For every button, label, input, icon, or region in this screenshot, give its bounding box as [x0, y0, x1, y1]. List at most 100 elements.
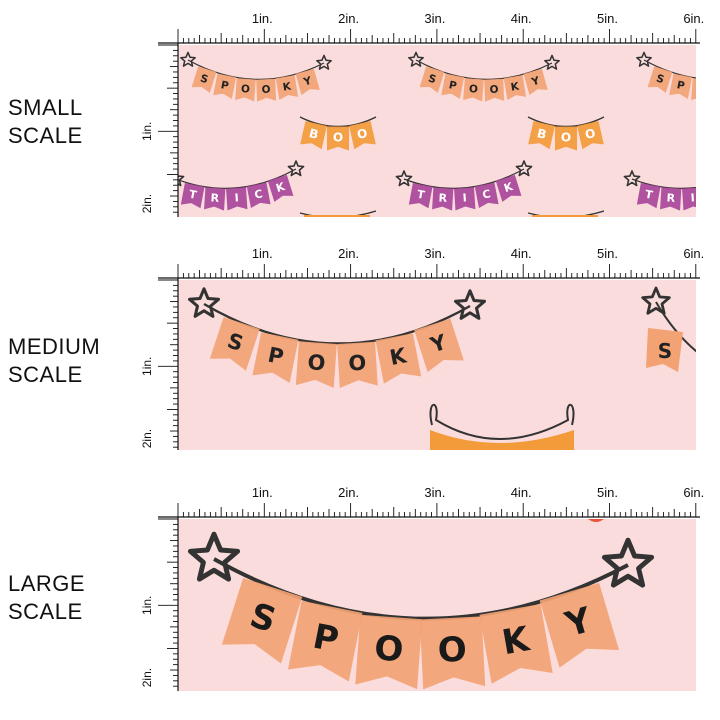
banner-string: [203, 302, 471, 345]
banner-flag: T: [180, 182, 205, 209]
banner-letter: O: [489, 84, 498, 96]
banner-letter: I: [234, 191, 239, 204]
star-icon: [601, 537, 655, 588]
banner-flag: Y: [539, 582, 620, 668]
star-icon: [395, 170, 413, 187]
banner-flag-shape: [221, 577, 303, 664]
banner-letter: I: [690, 191, 695, 204]
banner-string: [187, 59, 325, 80]
banner-flag-shape: [577, 120, 604, 150]
top-ruler-label-1: 1in.: [252, 246, 273, 261]
banner-flag-shape: [180, 182, 205, 209]
banner-flag-shape: [414, 318, 464, 373]
top-ruler-label-6: 6in.: [683, 11, 704, 26]
banner-flag: O: [327, 126, 349, 151]
side-ruler-label-1: 1in.: [140, 357, 154, 376]
banner-flag-shape: [636, 182, 661, 209]
banner-flag: O: [555, 126, 577, 151]
top-ruler-label-2: 2in.: [338, 11, 359, 26]
banner-letter: O: [437, 630, 468, 671]
banner-flag-shape: [209, 317, 260, 371]
star-icon: [287, 160, 305, 177]
top-ruler-label-5: 5in.: [597, 11, 618, 26]
medium-scale-label-line1: MEDIUM: [8, 334, 101, 359]
ruler-section-1: 1in.2in.3in.4in.5in.6in.1in.2in.: [140, 246, 704, 450]
star-icon: [180, 51, 196, 67]
banner-letter: P: [266, 343, 286, 370]
banner-flag-shape: [555, 126, 577, 151]
banner-flag-shape: [235, 78, 256, 102]
top-ruler-label-5: 5in.: [597, 246, 618, 261]
ruler-section-0: 1in.2in.3in.4in.5in.6in.1in.2in.: [140, 11, 704, 217]
small-scale-label: SMALL SCALE: [8, 94, 83, 150]
side-ruler-label-2: 2in.: [140, 668, 154, 687]
side-ruler-label-2: 2in.: [140, 194, 154, 213]
partial-red-motif: [588, 519, 604, 522]
banner-flag: K: [479, 604, 553, 684]
banner-flag-shape: [660, 187, 682, 211]
small-scale-label-line2: SCALE: [8, 123, 83, 148]
banner-letter: T: [188, 188, 198, 202]
banner-letter: R: [210, 191, 220, 205]
large-scale-label: LARGE SCALE: [8, 570, 85, 626]
banner-letter: O: [469, 83, 479, 96]
banner-flag: P: [441, 73, 465, 99]
banner-letter: B: [308, 126, 320, 142]
banner-flag: B: [528, 120, 555, 150]
top-ruler-label-4: 4in.: [511, 11, 532, 26]
banner-letter: O: [373, 628, 405, 670]
ruler-section-2: 1in.2in.3in.4in.5in.6in.1in.2in.: [140, 485, 704, 691]
banner-flag: I: [454, 187, 476, 211]
banner-flag: O: [295, 341, 337, 388]
banner-flag-shape: [191, 66, 217, 93]
banner-flag: B: [300, 120, 327, 150]
banner-letter: S: [427, 72, 438, 86]
star-icon: [453, 289, 487, 320]
banner-flag-shape: [355, 614, 423, 690]
banner-flag-shape: [246, 182, 271, 208]
banner-flag: O: [463, 78, 484, 102]
banner-flag: Y: [295, 68, 320, 96]
top-ruler-label-4: 4in.: [511, 485, 532, 500]
banner-letter: B: [536, 126, 548, 142]
banner-letter: O: [356, 126, 369, 142]
star-icon: [187, 287, 221, 318]
medium-boo-banner-partial: [429, 403, 575, 450]
banner-flag-shape: [226, 187, 248, 211]
medium-scale-label-line2: SCALE: [8, 362, 83, 387]
banner-flag: S: [419, 66, 445, 93]
banner-flag: K: [375, 333, 422, 384]
side-ruler-label-2: 2in.: [140, 429, 154, 448]
banner-letter: O: [241, 83, 251, 96]
banner-flag-shape: [256, 78, 277, 102]
top-ruler-label-3: 3in.: [424, 11, 445, 26]
banner-string: [213, 557, 629, 621]
banner-flag: K: [495, 174, 522, 202]
banner-flag-shape: [432, 187, 454, 211]
banner-letter: S: [199, 72, 210, 86]
star-icon: [178, 173, 185, 187]
banner-letter: O: [348, 351, 367, 376]
banner-flag-shape: [295, 341, 337, 388]
banner-flag: O: [355, 614, 423, 690]
medium-spooky-banner-repeat: S: [641, 286, 696, 372]
banner-letter: P: [448, 79, 458, 92]
banner-string: [643, 59, 696, 79]
top-ruler-label-5: 5in.: [597, 485, 618, 500]
banner-string: [429, 403, 575, 440]
banner-flag: S: [209, 317, 260, 371]
banner-flag-shape: [275, 75, 299, 100]
banner-flag: K: [503, 75, 527, 100]
top-ruler-label-6: 6in.: [683, 485, 704, 500]
banner-flag-shape: [463, 78, 484, 102]
top-ruler-label-6: 6in.: [683, 246, 704, 261]
